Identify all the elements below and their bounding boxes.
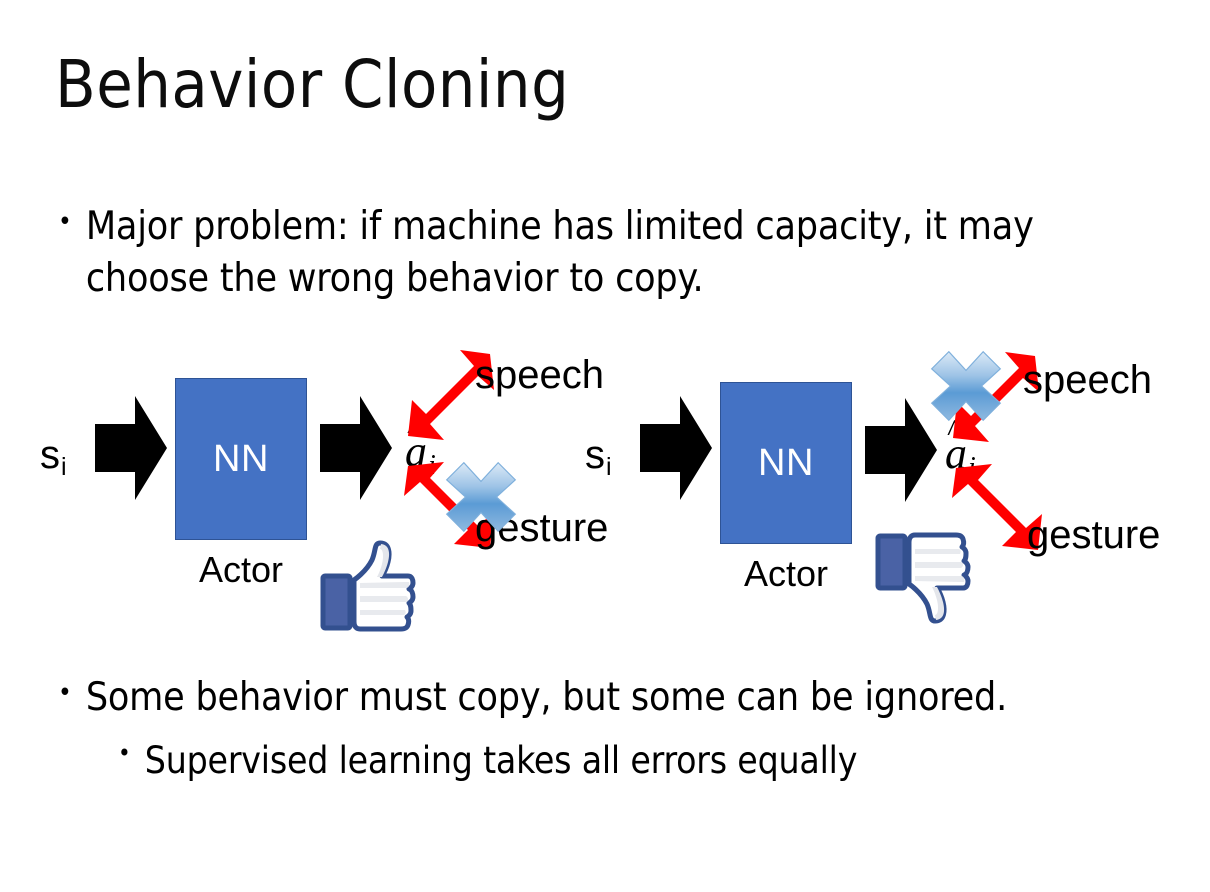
state-symbol: s [40,433,60,477]
bullet-marker-icon: • [58,207,72,237]
flow-arrow-out-left [320,396,392,500]
state-label-right: si [585,433,612,481]
output-label-speech-right: speech [1023,358,1152,402]
flow-arrow-out-right [865,398,937,502]
network-box-right: NN [720,382,852,544]
bullet-bottom-primary-text: Some behavior must copy, but some can be… [85,675,1008,720]
network-caption-left: Actor [198,549,284,590]
bullet-bottom-primary: • Some behavior must copy, but some can … [58,672,1178,724]
state-subscript: i [606,453,612,481]
relation-arrow-gesture-right [952,464,1042,550]
relation-arrow-speech-right [953,352,1039,442]
flow-arrow-in-left [95,396,167,500]
state-subscript: i [61,453,67,481]
relation-arrow-gesture-left [404,462,494,548]
state-symbol: s [585,433,605,477]
network-box-label: NN [758,442,814,484]
output-label-gesture-right: gesture [1027,513,1161,557]
thumbs-down-icon [875,532,971,624]
bullet-bottom-secondary-text: Supervised learning takes all errors equ… [144,739,858,782]
output-label-speech-left: speech [475,353,604,397]
state-label-left: si [40,433,67,481]
network-box-label: NN [213,438,269,480]
bullet-bottom-secondary: • Supervised learning takes all errors e… [118,735,1178,787]
bullet-top: • Major problem: if machine has limited … [58,201,1158,305]
bullet-marker-icon: • [118,739,131,767]
diagram-left: si NN Actor ai speech gesture [30,340,630,640]
flow-arrow-in-right [640,396,712,500]
diagram-right: si NN Actor ai speech gesture [575,340,1195,640]
bullet-marker-icon: • [58,678,72,708]
relation-arrow-speech-left [408,350,494,440]
bullet-top-text: Major problem: if machine has limited ca… [85,204,1034,301]
network-box-left: NN [175,378,307,540]
cross-out-icon-right [930,350,1002,422]
cross-out-icon-left [445,461,517,533]
network-caption-right: Actor [743,553,829,594]
thumbs-up-icon [320,540,416,632]
page-title: Behavior Cloning [55,46,570,123]
